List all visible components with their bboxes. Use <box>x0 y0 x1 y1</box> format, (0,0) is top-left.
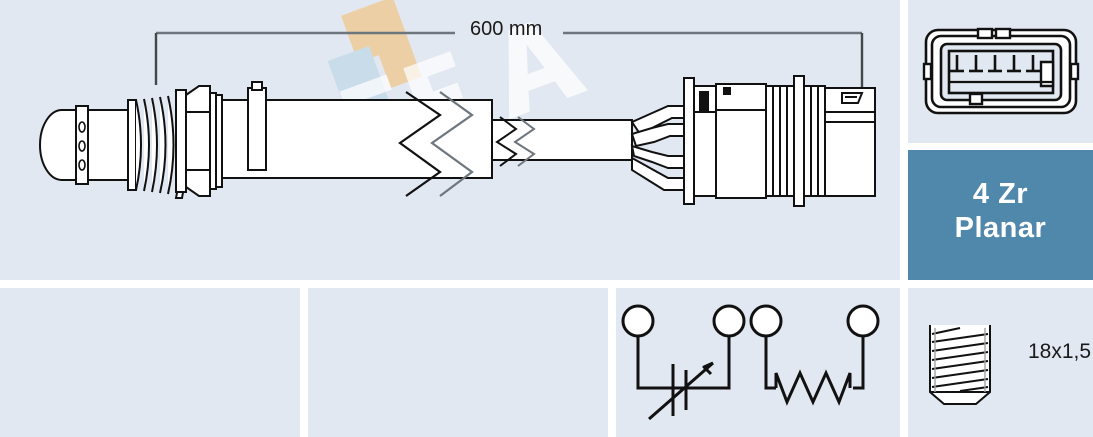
thread-icon <box>929 325 991 405</box>
nut-collar <box>175 89 187 193</box>
wire-harness <box>630 105 687 191</box>
sensor-type-badge: 4 Zr Planar <box>908 150 1093 280</box>
dimension-line-600mm <box>154 31 864 90</box>
sensing-element-symbol <box>621 304 746 421</box>
connector-face-icon <box>922 27 1080 115</box>
connector-body <box>683 75 876 207</box>
connector-pins <box>950 55 1040 73</box>
connector-panel <box>908 0 1093 143</box>
badge-line-1: 4 Zr <box>972 178 1029 210</box>
sensor-technical-drawing <box>39 75 876 207</box>
wiring-schematic-panel <box>616 288 900 437</box>
break-line-2 <box>495 116 518 167</box>
threaded-section <box>127 95 175 195</box>
protective-cap <box>39 105 129 185</box>
thread-hatch-lines <box>931 327 989 392</box>
break-line-1b <box>430 91 474 197</box>
thread-spec-panel: 18x1,5 <box>908 288 1093 437</box>
main-drawing-panel: 600 mm <box>0 0 900 280</box>
break-line-1 <box>398 91 442 197</box>
thread-spec-label: 18x1,5 <box>1028 340 1092 363</box>
latch-tab <box>841 92 864 104</box>
empty-panel-left <box>0 288 300 437</box>
wiring-schematic-svg <box>621 304 880 421</box>
badge-line-2: Planar <box>954 212 1047 244</box>
empty-panel-middle <box>308 288 608 437</box>
heater-resistor-symbol <box>749 304 880 406</box>
vent-holes <box>78 121 86 171</box>
hex-nut <box>185 85 211 197</box>
break-line-2b <box>513 116 536 167</box>
post-nut-rings <box>209 92 223 190</box>
dimension-label-600mm: 600 mm <box>470 18 543 40</box>
cable-clip <box>247 81 267 171</box>
